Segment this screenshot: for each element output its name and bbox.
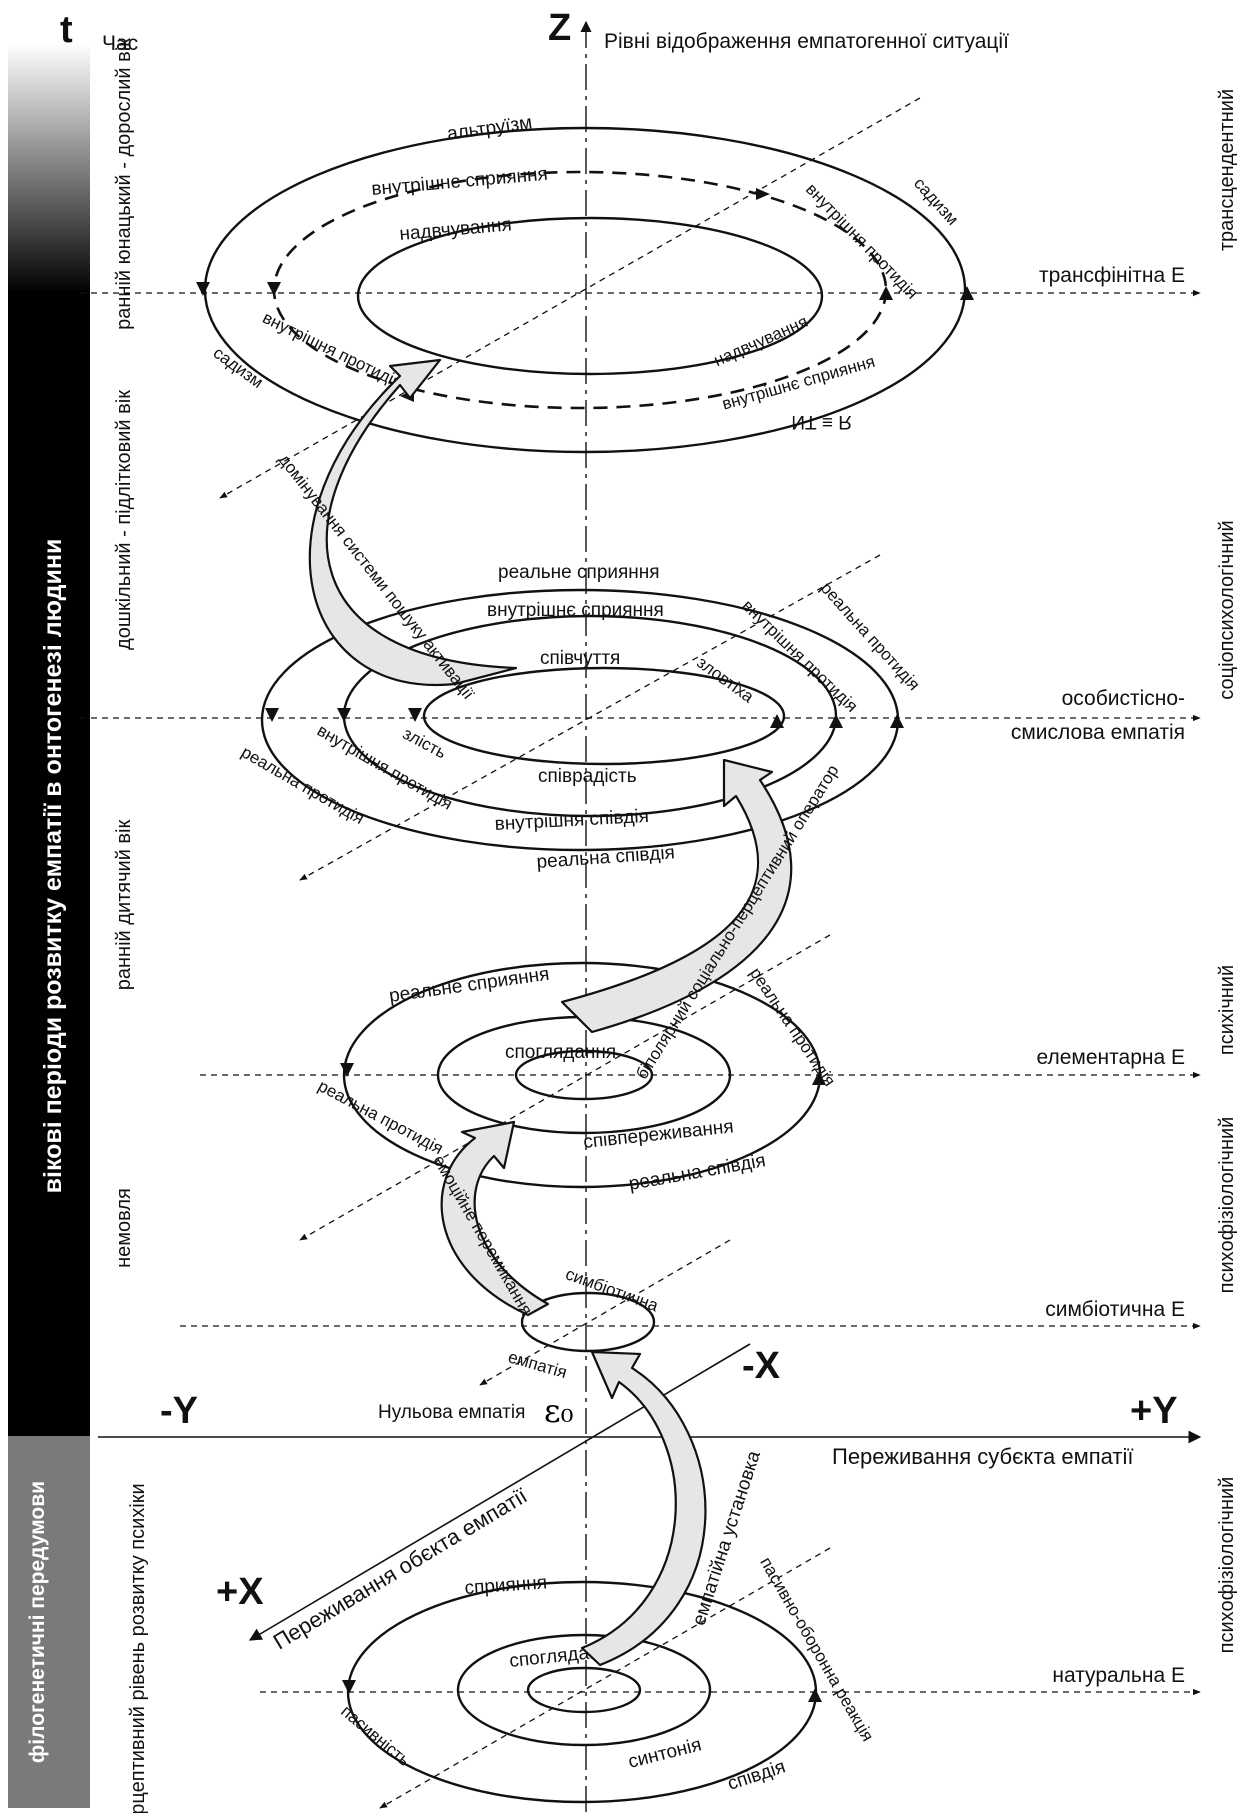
phylogenetic-band	[8, 1436, 90, 1808]
z-axis-label: Рівні відображення емпатогенної ситуації	[604, 30, 1009, 53]
transition-label: біполярний соціально-перцептивний операт…	[632, 762, 842, 1083]
personal-label: реальна співдія	[536, 842, 676, 873]
natural-inner-ring	[526, 1666, 642, 1714]
level-name: смислова емпатія	[1011, 721, 1185, 744]
elementary-inner-ring	[514, 1049, 654, 1101]
zero-empathy-symbol: ε₀	[544, 1392, 573, 1430]
diag-transfinite	[219, 97, 921, 499]
personal-inner-ring	[422, 666, 786, 766]
layer-label: трансцендентний	[1216, 89, 1238, 251]
level-name: симбіотична Е	[1045, 1298, 1185, 1321]
transfinite-label: садизм	[910, 174, 962, 229]
layer-label: соціопсихологічний	[1216, 520, 1238, 699]
age-label: дошкільний - підлітковий вік	[113, 390, 135, 650]
ring-arrowhead	[196, 282, 210, 296]
ring-arrowhead	[960, 286, 974, 300]
ring-arrowhead	[812, 1071, 826, 1085]
layer-label: психічний	[1216, 965, 1238, 1055]
symbiotic-label: емпатія	[506, 1347, 569, 1382]
elementary-label: реальна протидія	[746, 964, 839, 1090]
phylogenetic-band-title: філогенетичні передумови	[26, 1481, 49, 1763]
personal-label: співрадість	[538, 766, 637, 787]
ontogenesis-band	[8, 290, 90, 1436]
age-label: немовля	[113, 1188, 135, 1268]
elementary-label: споглядання	[505, 1042, 616, 1063]
diag-symbiotic	[479, 1239, 731, 1386]
personal-label: внутрішнє сприяння	[487, 600, 664, 621]
diag-elementary	[299, 934, 831, 1241]
t-axis-label: Час	[102, 32, 138, 55]
ring-arrowhead	[770, 714, 784, 728]
natural-label: сприяння	[464, 1572, 548, 1599]
level-name: елементарна Е	[1037, 1046, 1186, 1069]
transfinite-label: садизм	[210, 343, 267, 392]
x-axis-label: Переживання обєкта емпатії	[269, 1483, 532, 1655]
transition-arrow-emotional-switching	[440, 1120, 550, 1317]
age-label: ранній дитячий вік	[113, 820, 135, 991]
ring-arrowhead	[756, 188, 770, 200]
ring-arrowhead	[890, 714, 904, 728]
ring-arrowhead	[265, 708, 279, 722]
layer-label: психофізіологічний	[1216, 1117, 1238, 1294]
age-label: ранній юнацький - дорослий вік	[113, 38, 135, 330]
z-axis-symbol: Z	[548, 7, 571, 49]
transfinite-label: надвчування	[399, 214, 513, 245]
natural-label: співдія	[725, 1756, 788, 1794]
ring-arrowhead	[340, 1063, 354, 1077]
transfinite-label: Я ≡ ТИ	[791, 411, 852, 432]
transfinite-inner-ring	[356, 216, 824, 376]
transfinite-label: внутрішня протидія	[260, 308, 406, 392]
transition-arrow-empathic-attitude	[580, 1350, 707, 1667]
y-plus-label: +Y	[1130, 1390, 1178, 1432]
x-plus-label: +X	[216, 1571, 264, 1613]
level-name: особистісно-	[1062, 687, 1185, 710]
elementary-label: реальна співдія	[627, 1150, 767, 1195]
natural-label: пасивність	[337, 1702, 414, 1771]
y-minus-label: -Y	[160, 1390, 198, 1432]
transfinite-label: альтруїзм	[446, 112, 534, 145]
elementary-label: співпереживання	[582, 1116, 734, 1153]
transition-arrow-dominance	[308, 358, 518, 687]
elementary-label: реальне сприяння	[388, 964, 551, 1007]
x-minus-label: -X	[742, 1345, 781, 1387]
ontogenesis-band-title: вікові періоди розвитку емпатії в онтоге…	[39, 539, 67, 1194]
ontogenesis-band-gradient	[8, 44, 90, 294]
personal-label: злість	[400, 724, 450, 763]
ring-arrowhead	[408, 708, 422, 722]
ring-arrowhead	[337, 708, 351, 722]
age-label: перцептивний рівень розвитку психіки	[127, 1483, 149, 1813]
personal-label: зловтіха	[693, 653, 757, 707]
t-axis-symbol: t	[60, 9, 73, 51]
elementary-label: реальна протидія	[315, 1076, 446, 1158]
natural-middle-ring	[456, 1633, 712, 1747]
y-axis-label: Переживання субєкта емпатії	[832, 1444, 1134, 1469]
ring-arrowhead	[267, 282, 281, 296]
x-axis	[248, 1343, 751, 1641]
ring-arrowhead	[829, 714, 843, 728]
zero-empathy-label: Нульова емпатія	[378, 1402, 525, 1423]
transition-arrow-bipolar	[560, 758, 793, 1034]
transfinite-label: надвчування	[711, 312, 811, 370]
transfinite-label: внутрішнє сприяння	[371, 164, 549, 200]
personal-label: внутрішня співдія	[494, 806, 649, 835]
layer-label: психофізіологічний	[1216, 1477, 1238, 1654]
symbiotic-ring	[520, 1291, 656, 1353]
diag-natural	[379, 1547, 831, 1809]
personal-label: співчуття	[540, 648, 620, 669]
level-name: натуральна Е	[1052, 1664, 1185, 1687]
level-name: трансфінітна Е	[1039, 264, 1185, 287]
ring-arrowhead	[808, 1688, 822, 1702]
ring-arrowhead	[342, 1680, 356, 1694]
natural-label: пасивно-оборонна реакція	[756, 1554, 877, 1745]
personal-label: реальне сприяння	[498, 562, 660, 583]
ring-arrowhead	[879, 286, 893, 300]
